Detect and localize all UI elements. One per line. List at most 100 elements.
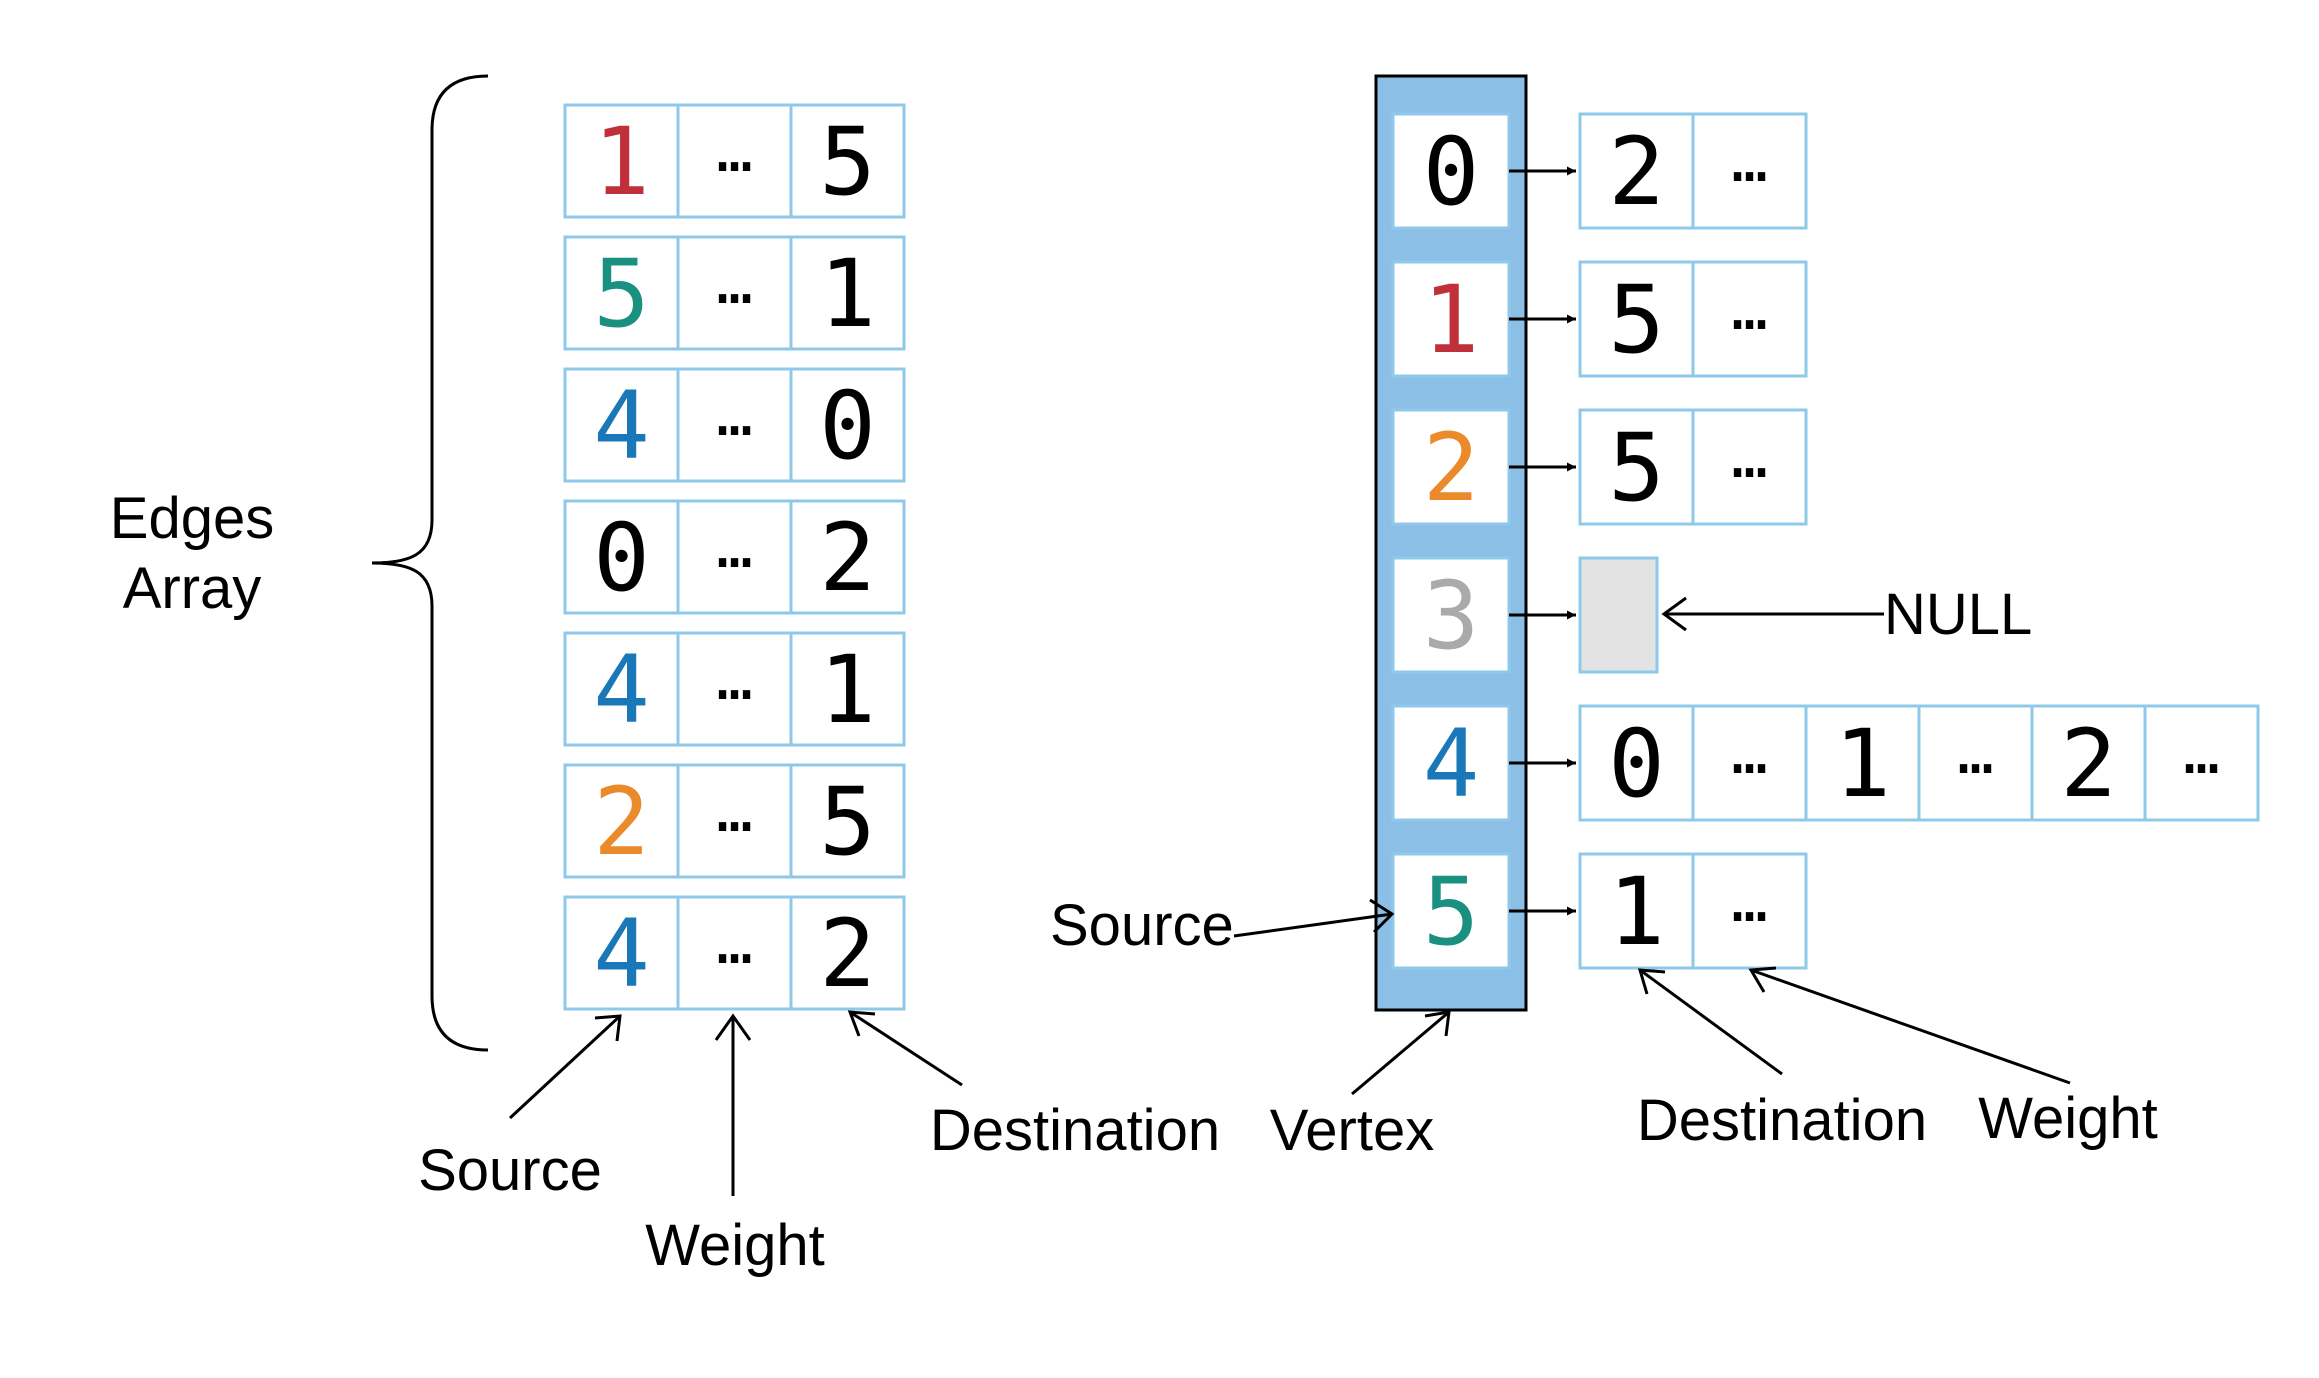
edge-destination-cell [789, 763, 906, 879]
edge-source-arrowhead [594, 1014, 622, 1042]
edges-array-label-line2: Array [123, 556, 262, 621]
edge-destination-cell [789, 367, 906, 483]
edge-row: 2 … 5 [563, 763, 906, 879]
null-label: NULL [1884, 582, 2032, 647]
edge-destination-cell [789, 895, 906, 1011]
edge-weight-value: … [716, 248, 752, 318]
edge-weight-cell [676, 235, 793, 351]
list-node: 2… [1578, 112, 1808, 230]
edges-array-brace [371, 74, 489, 1052]
list-node: 5… [1578, 260, 1808, 378]
node-weight-cell [1691, 408, 1808, 526]
node-weight-cell [1691, 260, 1808, 378]
node-weight-value: … [1731, 866, 1767, 936]
edge-source-cell [563, 763, 680, 879]
adj-destination-arrowhead [1637, 968, 1666, 995]
adj-weight-label: Weight [1978, 1086, 2157, 1151]
node-destination-cell [1578, 260, 1695, 378]
node-weight-value: … [1731, 126, 1767, 196]
vertex-value: 1 [1423, 266, 1480, 375]
adj-source-label: Source [1050, 893, 1234, 958]
edge-source-cell [563, 631, 680, 747]
edge-row: 1…5 [563, 103, 906, 219]
node-weight-value: … [1731, 422, 1767, 492]
edge-source-cell [563, 367, 680, 483]
node-destination-value: 5 [1608, 414, 1665, 523]
vertex-cell [1391, 704, 1511, 822]
node-weight-cell [1691, 112, 1808, 230]
edge-source-value: 5 [593, 240, 650, 349]
adj-weight-arrowhead [1748, 966, 1777, 993]
edge-destination-value: 1 [819, 636, 876, 745]
list-node: 5… [1578, 408, 1808, 526]
edge-source-value: 0 [593, 504, 650, 613]
node-destination-value: 2 [1608, 118, 1665, 227]
adj-source-arrow [1233, 912, 1393, 938]
vertex-value: 0 [1423, 118, 1480, 227]
edge-destination-value: 2 [819, 504, 876, 613]
node-destination-value: 2 [2060, 710, 2117, 819]
edge-source-cell [563, 499, 680, 615]
edge-weight-cell [676, 367, 793, 483]
edge-destination-cell [789, 235, 906, 351]
vertex-cell [1391, 408, 1511, 526]
edges-source-label: Source [418, 1138, 602, 1203]
vertex-cell [1391, 260, 1511, 378]
edge-source-value: 4 [593, 636, 650, 745]
vertex-value: 4 [1423, 710, 1480, 819]
edge-row: 4…0 [563, 367, 906, 483]
edge-destination-value: 5 [819, 768, 876, 877]
edge-destination-arrow [849, 1010, 963, 1087]
edges-weight-label: Weight [645, 1213, 824, 1278]
edge-destination-value: 1 [819, 240, 876, 349]
edge-weight-cell [676, 895, 793, 1011]
list-node: 1… [1578, 852, 1808, 970]
node-destination-value: 1 [1834, 710, 1891, 819]
edge-destination-value: 5 [819, 108, 876, 217]
edge-row: 5 … 1 [563, 235, 906, 351]
vertex-arrow [1351, 1010, 1450, 1096]
edge-destination-value: 0 [819, 372, 876, 481]
edge-source-value: 4 [593, 372, 650, 481]
vertex-arrowhead [1424, 1010, 1451, 1037]
edge-weight-cell [676, 103, 793, 219]
vertex-label: Vertex [1270, 1098, 1434, 1163]
vertex-value: 5 [1423, 858, 1480, 967]
adjacency-lists: 2…5…5…0…1…2…1… [1509, 112, 2260, 970]
edge-source-cell [563, 895, 680, 1011]
node-destination-value: 0 [1608, 710, 1665, 819]
vertex-value: 3 [1423, 562, 1480, 671]
node-destination-cell [1578, 408, 1695, 526]
edges-array: Edges Array 1…55…14…00…24…12…54…2 Source… [110, 74, 1220, 1278]
node-weight-cell [2143, 704, 2260, 822]
edge-source-arrow [508, 1014, 622, 1120]
list-node: 1… [1804, 704, 2034, 822]
vertex-cell [1391, 852, 1511, 970]
edge-rows: 1…55…14…00…24…12…54…2 [563, 103, 906, 1011]
node-weight-value: … [2183, 718, 2219, 788]
edge-source-value: 4 [593, 900, 650, 1009]
edges-destination-label: Destination [930, 1098, 1220, 1163]
edge-weight-cell [676, 763, 793, 879]
edge-weight-value: … [716, 776, 752, 846]
node-weight-value: … [1731, 718, 1767, 788]
edge-weight-value: … [716, 908, 752, 978]
adj-source-arrowhead [1369, 898, 1395, 934]
node-weight-value: … [1957, 718, 1993, 788]
node-destination-value: 1 [1608, 858, 1665, 967]
node-weight-value: … [1731, 274, 1767, 344]
null-cell [1578, 556, 1659, 674]
adj-destination-arrow [1639, 968, 1783, 1076]
edge-row: 0…2 [563, 499, 906, 615]
edge-destination-cell [789, 631, 906, 747]
edge-weight-cell [676, 631, 793, 747]
vertex-cell [1391, 556, 1511, 674]
edge-weight-value: … [716, 116, 752, 186]
edge-destination-cell [789, 103, 906, 219]
edge-row: 4…2 [563, 895, 906, 1011]
edge-source-value: 2 [593, 768, 650, 877]
list-node: 2… [2030, 704, 2260, 822]
